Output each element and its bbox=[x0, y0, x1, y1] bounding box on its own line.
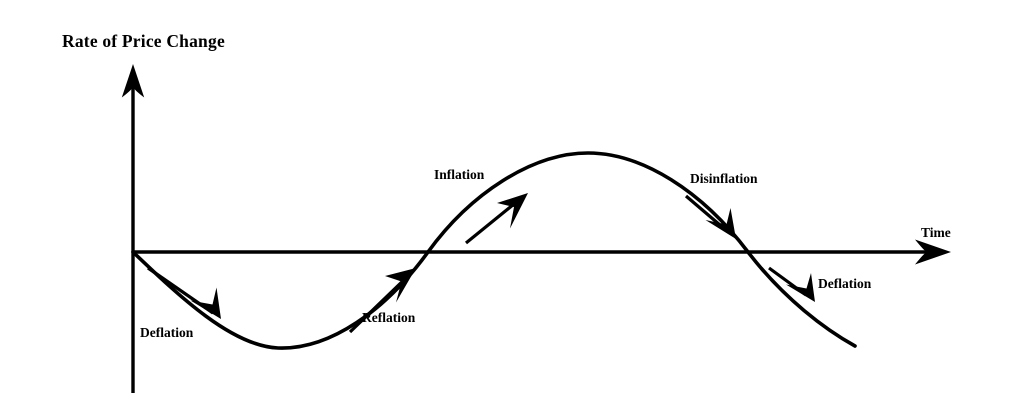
annotation-arrow-deflation-2 bbox=[768, 266, 815, 302]
phase-label-reflation: Reflation bbox=[362, 310, 416, 325]
x-axis-arrowhead-icon bbox=[915, 239, 951, 265]
phase-label-inflation: Inflation bbox=[434, 167, 485, 182]
annotation-arrow-inflation bbox=[464, 193, 528, 245]
x-axis-title: Time bbox=[921, 225, 951, 240]
phase-label-deflation-1: Deflation bbox=[140, 325, 194, 340]
phase-label-deflation-2: Deflation bbox=[818, 276, 872, 291]
y-axis-arrowhead-icon bbox=[121, 64, 145, 98]
annotation-arrow-disinflation bbox=[684, 194, 736, 239]
phase-label-disinflation: Disinflation bbox=[690, 171, 758, 186]
y-axis-title: Rate of Price Change bbox=[62, 31, 225, 51]
rate-of-price-change-curve bbox=[131, 151, 857, 350]
annotation-arrow-reflation bbox=[348, 268, 416, 334]
axes-group bbox=[121, 64, 951, 393]
rate-of-price-change-curve-group bbox=[131, 151, 857, 350]
annotation-arrow-deflation-1 bbox=[147, 266, 221, 319]
